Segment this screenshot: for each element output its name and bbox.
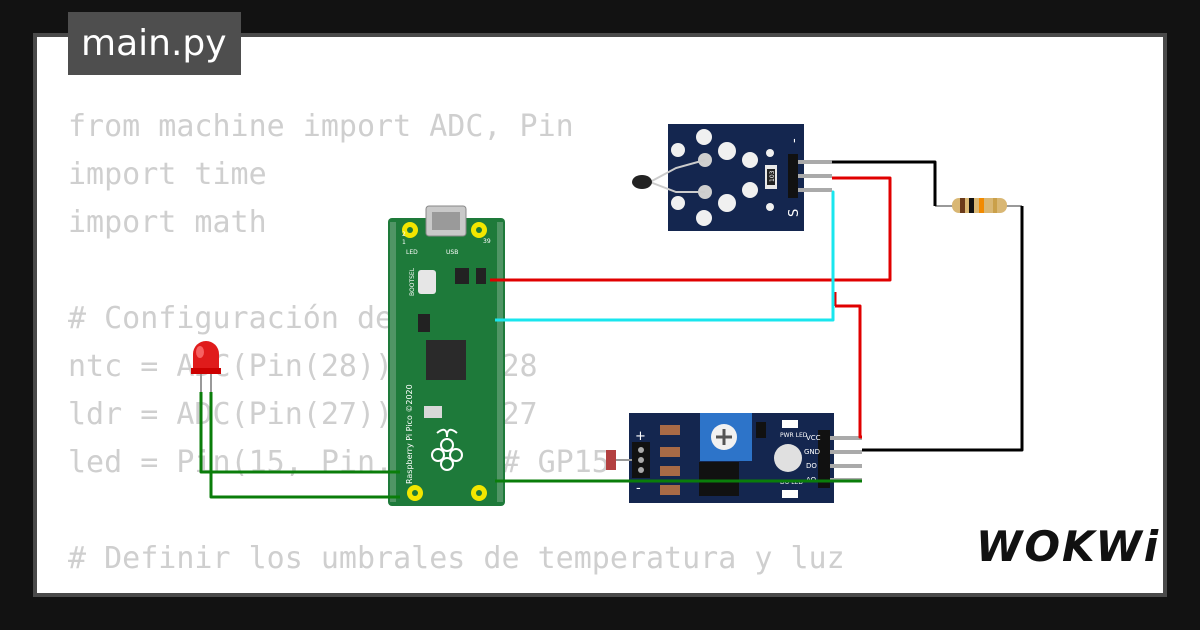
code-line: import time <box>68 157 267 192</box>
resistor[interactable] <box>935 198 1022 213</box>
pin-1-label: 1 <box>402 239 406 246</box>
wire-black-gnd <box>832 160 1024 452</box>
wires <box>199 160 1024 499</box>
ldr-minus-label: - <box>636 481 641 496</box>
code-preview: from machine import ADC, Pin import time i… <box>68 103 953 593</box>
diagram-canvas[interactable]: from machine import ADC, Pin import time i… <box>37 37 1163 593</box>
usb-label: USB <box>446 249 458 256</box>
wokwi-logo: WOKWi <box>976 522 1161 571</box>
pin-2-label: 2 <box>402 231 406 238</box>
wire-green-led-anode <box>199 392 400 474</box>
ldr-vcc-label: VCC <box>806 434 821 442</box>
ntc-module[interactable]: 103 - S <box>632 124 832 231</box>
file-tab[interactable]: main.py <box>68 12 241 75</box>
wire-cyan-signal <box>495 190 835 322</box>
wire-red-ldr-vcc <box>490 278 862 439</box>
ldr-plus-label: + <box>635 429 646 444</box>
pin-39-label: 39 <box>483 238 491 245</box>
wire-green-led-cathode <box>209 392 400 499</box>
board-text: Raspberry Pi Pico ©2020 <box>405 384 414 484</box>
code-line: # Definir los umbrales de temperatura y … <box>68 541 845 576</box>
pico-board[interactable]: USB LED 1 2 39 BOOTSEL Raspberry Pi Pico… <box>388 205 505 506</box>
code-line: import math <box>68 205 267 240</box>
code-line: TEMP_UMBRAL = 30 # Temperatura en grados… <box>68 583 953 593</box>
code-line: from machine import ADC, Pin <box>68 109 574 144</box>
ntc-pin-s: S <box>787 209 802 217</box>
ldr-module[interactable]: + - VCC GND DO AO PWR LED DO LED <box>606 413 862 503</box>
led-label: LED <box>406 249 418 256</box>
bootsel-label: BOOTSEL <box>409 267 416 296</box>
ldr-do-label: DO <box>806 462 817 470</box>
ntc-chip-label: 103 <box>769 170 776 182</box>
ldr-gnd-label: GND <box>804 448 820 456</box>
wire-red-vcc <box>495 176 892 282</box>
pwr-led-label: PWR LED <box>780 432 808 439</box>
raspberry-logo <box>431 428 463 471</box>
red-led[interactable] <box>191 341 221 392</box>
ntc-pin-minus: - <box>787 138 802 143</box>
